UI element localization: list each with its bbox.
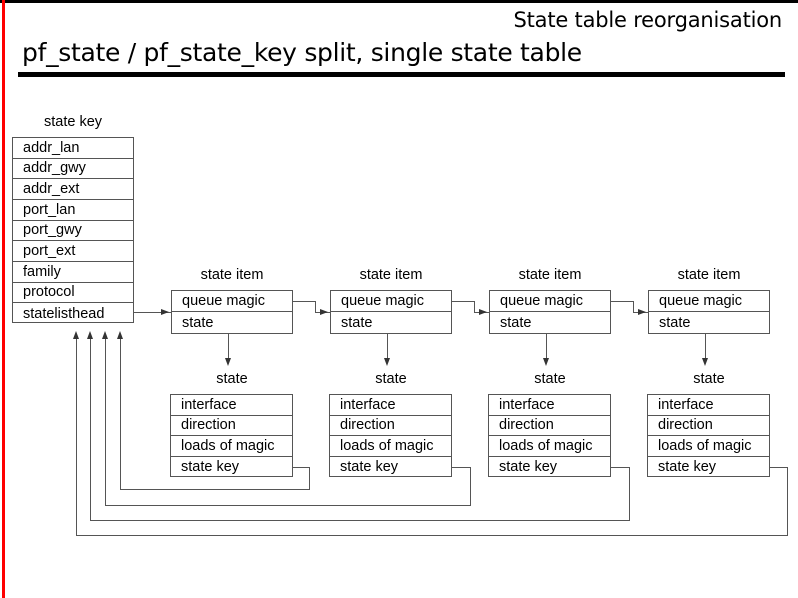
table-row: state [341,314,373,331]
table-row: state [500,314,532,331]
table-row: state key [658,458,717,475]
table-row: interface [171,395,292,416]
feedback1-run [120,489,310,490]
feedback1-drop [309,467,310,490]
table-row: statelisthead [23,305,105,322]
table-row: loads of magic [330,436,451,457]
feedback1-rise [120,338,121,490]
top-rule [0,0,798,3]
connector-item4-to-state4 [705,334,706,362]
table-row: interface [648,395,769,416]
state-box: interface direction loads of magic state… [647,394,770,477]
table-row: port_ext [13,241,133,262]
arrowhead-down [542,358,549,366]
state-item-caption: state item [677,267,741,283]
table-row: port_lan [13,200,133,221]
table-row: state key [499,458,558,475]
connector-item1-to-item2 [293,301,315,302]
slide-subtitle: State table reorganisation [513,8,782,32]
table-row: loads of magic [648,436,769,457]
state-item-box: queue magic state [489,290,611,334]
table-row: addr_ext [13,179,133,200]
connector-item3-to-state3 [546,334,547,362]
table-row: protocol [13,283,133,304]
table-row: addr_lan [13,138,133,159]
table-row: interface [489,395,610,416]
arrowhead-right [479,309,487,315]
arrowhead-up [72,331,79,339]
connector-item1-to-item2-drop [315,301,316,313]
feedback2-drop [470,467,471,506]
feedback2-exit [452,467,471,468]
state-item-caption: state item [359,267,423,283]
state-caption: state [375,371,407,387]
state-box: interface direction loads of magic state… [170,394,293,477]
connector-item2-to-item3-drop [474,301,475,313]
connector-item3-to-item4 [611,301,633,302]
table-row: state [182,314,214,331]
slide-title: pf_state / pf_state_key split, single st… [22,38,582,67]
state-item-box: queue magic state [330,290,452,334]
feedback3-drop [629,467,630,521]
arrowhead-down [383,358,390,366]
table-row: direction [171,416,292,436]
table-row: interface [330,395,451,416]
left-accent-stripe [2,0,5,598]
feedback3-rise [90,338,91,521]
feedback2-rise [105,338,106,506]
table-row: state key [181,458,240,475]
arrowhead-right [161,309,169,315]
state-item-caption: state item [518,267,582,283]
feedback4-drop [787,467,788,536]
feedback4-run [76,535,788,536]
table-row: direction [330,416,451,436]
table-row: state key [340,458,399,475]
connector-item3-to-item4-drop [633,301,634,313]
state-key-table: addr_lan addr_gwy addr_ext port_lan port… [12,137,134,323]
feedback4-rise [76,338,77,536]
table-row: direction [648,416,769,436]
state-caption: state [693,371,725,387]
arrowhead-down [701,358,708,366]
table-row: loads of magic [171,436,292,457]
table-row: loads of magic [489,436,610,457]
table-row: queue magic [331,291,451,312]
table-row: queue magic [490,291,610,312]
state-box: interface direction loads of magic state… [488,394,611,477]
state-item-box: queue magic state [171,290,293,334]
state-caption: state [216,371,248,387]
table-row: queue magic [172,291,292,312]
feedback4-exit [770,467,788,468]
table-row: queue magic [649,291,769,312]
state-caption: state [534,371,566,387]
feedback3-exit [611,467,630,468]
arrowhead-up [116,331,123,339]
table-row: state [659,314,691,331]
state-key-caption: state key [43,114,103,130]
table-row: port_gwy [13,221,133,242]
table-row: family [13,262,133,283]
state-box: interface direction loads of magic state… [329,394,452,477]
connector-item1-to-state1 [228,334,229,362]
table-row: direction [489,416,610,436]
connector-item2-to-item3 [452,301,474,302]
arrowhead-up [101,331,108,339]
arrowhead-down [224,358,231,366]
feedback3-run [90,520,630,521]
connector-statelisthead-to-item1 [134,312,171,313]
state-item-caption: state item [200,267,264,283]
table-row: addr_gwy [13,159,133,180]
connector-item2-to-state2 [387,334,388,362]
arrowhead-up [86,331,93,339]
state-item-box: queue magic state [648,290,770,334]
feedback2-run [105,505,471,506]
title-underline [18,72,785,77]
feedback1-exit [293,467,310,468]
arrowhead-right [320,309,328,315]
arrowhead-right [638,309,646,315]
